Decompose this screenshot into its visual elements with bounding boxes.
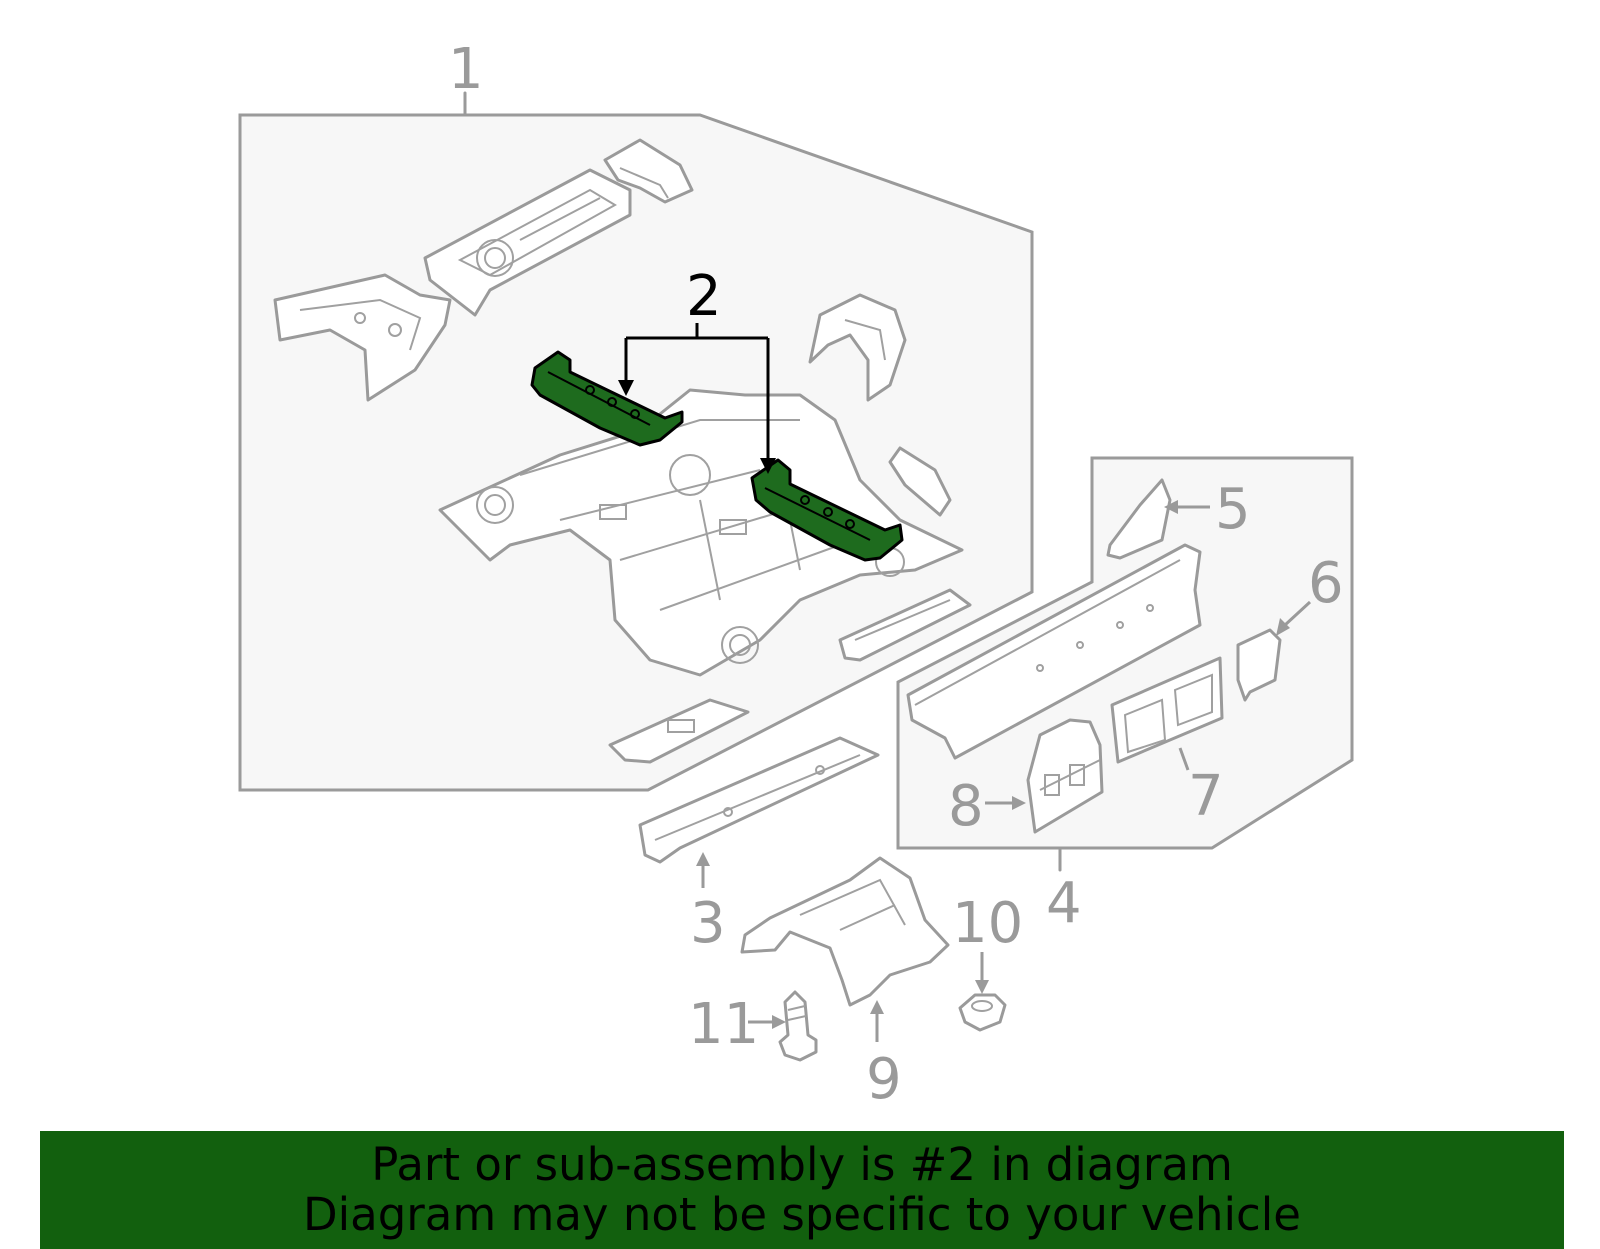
arrowhead-8 — [1012, 796, 1026, 810]
callout-6: 6 — [1308, 551, 1344, 616]
arrowhead-10 — [975, 980, 989, 994]
callout-2: 2 — [686, 264, 722, 329]
banner-line-1: Part or sub-assembly is #2 in diagram — [371, 1138, 1233, 1191]
part-2-crossmember-front — [530, 350, 684, 447]
arrowhead-6 — [1276, 618, 1290, 636]
floor-plate-small — [608, 698, 750, 764]
arrowhead-9 — [870, 1000, 884, 1014]
callout-11: 11 — [688, 992, 759, 1057]
callout-1: 1 — [448, 37, 484, 102]
part-8-panel — [1026, 718, 1104, 834]
part-2-crossmember-rear — [750, 458, 904, 562]
callout-5: 5 — [1215, 477, 1251, 542]
part-3-sill — [638, 736, 880, 864]
callout-10: 10 — [952, 891, 1023, 956]
small-bracket-right — [888, 446, 952, 517]
callout-3: 3 — [690, 891, 726, 956]
rear-rail-assembly — [423, 168, 632, 317]
part-10-nut — [958, 993, 1007, 1032]
arrowhead-3 — [696, 852, 710, 866]
side-bracket-right — [808, 293, 907, 402]
arrowhead-5 — [1164, 500, 1178, 514]
leader-7 — [1178, 747, 1190, 771]
part-7-panel — [1110, 656, 1224, 764]
callout-7: 7 — [1188, 764, 1224, 829]
floor-pan — [438, 388, 964, 677]
front-floor-reinforcement — [273, 273, 452, 402]
part-6-bracket — [1236, 628, 1282, 702]
part-4-rail — [906, 543, 1202, 760]
callout-9: 9 — [866, 1047, 902, 1112]
sill-bracket-lower — [838, 588, 972, 662]
arrowhead-11 — [772, 1015, 786, 1029]
leader-2 — [618, 323, 776, 474]
part-11-bolt — [778, 990, 818, 1062]
part-5-bracket — [1106, 478, 1172, 560]
part-9-shield — [740, 856, 950, 1007]
info-banner: Part or sub-assembly is #2 in diagram Di… — [40, 1131, 1564, 1249]
callout-4: 4 — [1046, 871, 1082, 936]
leader-6 — [1283, 600, 1312, 627]
banner-line-2: Diagram may not be specific to your vehi… — [303, 1188, 1301, 1241]
callout-8: 8 — [948, 774, 984, 839]
wheelhouse-piece-top — [603, 138, 694, 204]
